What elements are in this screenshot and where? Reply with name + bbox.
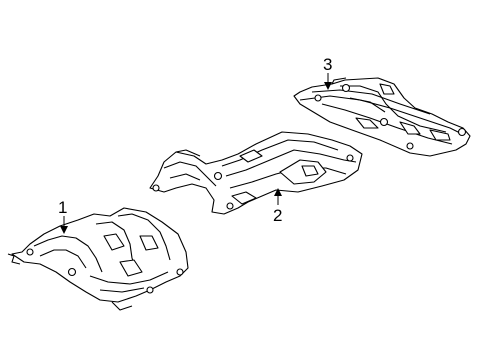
callout-1-label: 1: [58, 198, 67, 217]
center-heat-shield: [149, 131, 363, 215]
front-heat-shield: [7, 207, 189, 311]
callout-2-label: 2: [273, 206, 282, 225]
callout-1: 1: [58, 198, 68, 234]
callout-3-label: 3: [323, 55, 332, 74]
callout-2: 2: [273, 188, 282, 225]
callout-3: 3: [323, 55, 332, 90]
rear-heat-shield: [293, 77, 471, 157]
